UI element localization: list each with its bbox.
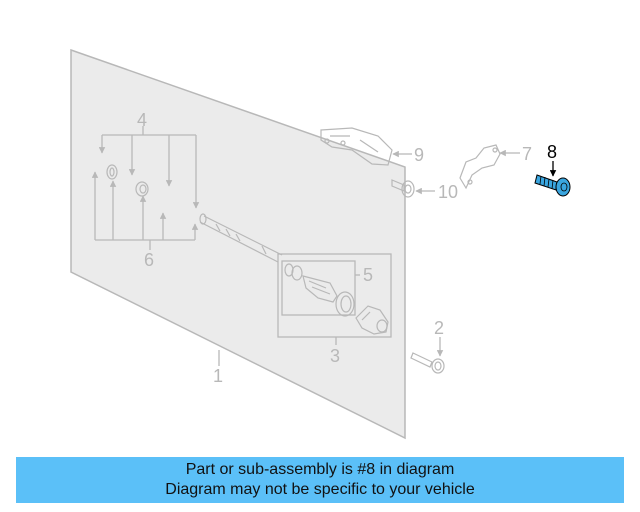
callout-2-label: 2 (434, 318, 444, 338)
boot-kit-box-3 (277, 253, 392, 338)
boot-kit-box-5 (281, 260, 356, 316)
nut-part (135, 181, 149, 197)
diagram-caption-banner: Part or sub-assembly is #8 in diagram Di… (16, 457, 624, 503)
callout-4-label: 4 (137, 110, 147, 130)
callout-4-leaders (98, 126, 200, 209)
callout-8-label: 8 (547, 142, 557, 162)
callout-6-leaders (91, 171, 199, 250)
caption-line-disclaimer: Diagram may not be specific to your vehi… (165, 481, 475, 498)
bracket-part (459, 144, 501, 190)
bolt-2-part (410, 352, 445, 374)
caption-line-part-number: Part or sub-assembly is #8 in diagram (185, 461, 455, 478)
cv-joint-part (355, 305, 389, 335)
callout-10-label: 10 (438, 182, 458, 202)
callout-6-label: 6 (144, 250, 154, 270)
bolt-10-part (391, 179, 415, 198)
callout-7-label: 7 (522, 144, 532, 164)
assembly-panel (70, 48, 406, 440)
heat-shield-part (320, 127, 393, 166)
callout-1-label: 1 (213, 366, 223, 386)
callout-3-label: 3 (330, 346, 340, 366)
callout-5-label: 5 (363, 265, 373, 285)
boot-part (284, 263, 355, 317)
callout-9-label: 9 (414, 145, 424, 165)
clip-ring-part (106, 164, 118, 180)
axle-shaft-part (199, 213, 283, 263)
bolt-8-part-highlighted (534, 174, 571, 197)
